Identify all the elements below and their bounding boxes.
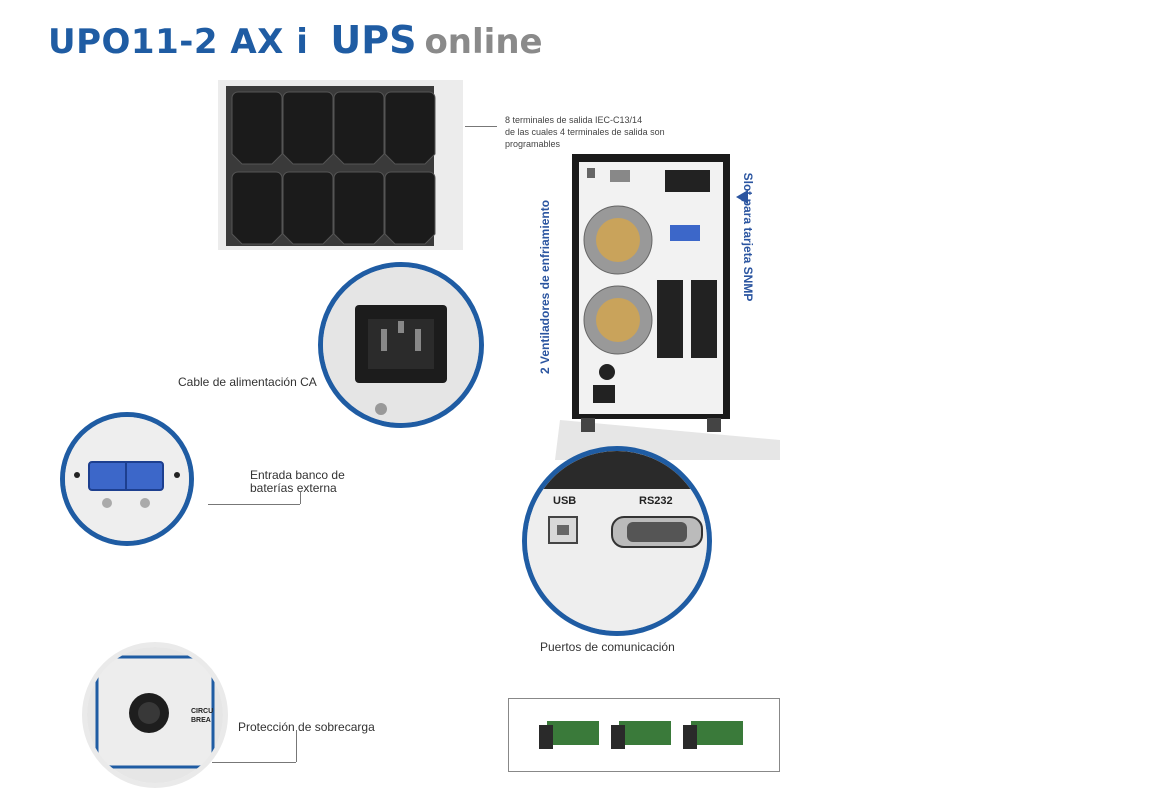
product-online: online bbox=[424, 22, 543, 62]
model-name: UPO11-2 AX i bbox=[48, 22, 309, 62]
ports-callout: Puertos de comunicación bbox=[540, 640, 675, 654]
comm-ports-circle: USB RS232 bbox=[522, 446, 712, 636]
output-socket-icon bbox=[282, 171, 334, 245]
power-inlet-illustration bbox=[323, 267, 479, 423]
output-socket-icon bbox=[231, 91, 283, 165]
overload-callout: Protección de sobrecarga bbox=[238, 720, 375, 734]
output-socket-icon bbox=[282, 91, 334, 165]
power-inlet-circle bbox=[318, 262, 484, 428]
battery-callout: Entrada banco de baterías externa bbox=[250, 468, 345, 495]
rs232-label: RS232 bbox=[639, 495, 673, 507]
ups-rear-panel bbox=[555, 150, 780, 460]
snmp-callout: Slot para tarjeta SNMP bbox=[741, 172, 755, 302]
snmp-cards-box bbox=[508, 698, 780, 772]
snmp-cards-illustration bbox=[539, 721, 743, 749]
fans-callout: 2 Ventiladores de enfriamiento bbox=[538, 199, 552, 375]
comm-ports-illustration bbox=[527, 451, 707, 631]
power-cable-callout: Cable de alimentación CA bbox=[178, 375, 317, 389]
usb-label: USB bbox=[553, 495, 577, 507]
output-sockets-illustration bbox=[218, 80, 463, 250]
output-socket-icon bbox=[333, 91, 385, 165]
breaker-label: CIRCU BREA bbox=[191, 708, 214, 724]
output-socket-icon bbox=[384, 91, 436, 165]
snmp-arrow-icon bbox=[736, 190, 748, 204]
outputs-callout: 8 terminales de salida IEC-C13/14 de las… bbox=[505, 115, 665, 149]
ups-rear-illustration bbox=[555, 154, 780, 460]
battery-connector-illustration bbox=[65, 417, 189, 541]
output-socket-icon bbox=[231, 171, 283, 245]
breaker-illustration bbox=[87, 647, 223, 783]
overload-circle: CIRCU BREA bbox=[82, 642, 228, 788]
output-socket-icon bbox=[384, 171, 436, 245]
product-ups: UPS bbox=[330, 18, 417, 62]
output-sockets-panel bbox=[218, 80, 463, 250]
battery-input-circle bbox=[60, 412, 194, 546]
output-socket-icon bbox=[333, 171, 385, 245]
